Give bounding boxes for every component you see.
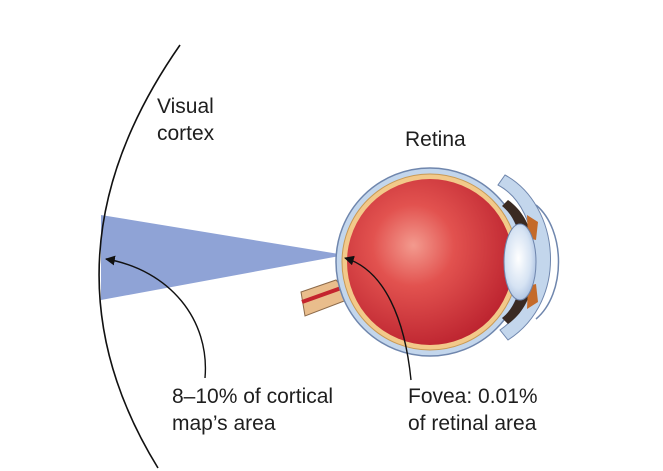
- visual-cortex-label: Visual cortex: [157, 93, 214, 147]
- fovea-label: Fovea: 0.01% of retinal area: [408, 383, 538, 437]
- fovea-label-line2: of retinal area: [408, 412, 537, 435]
- cortical-area-pointer: [105, 255, 207, 379]
- visual-cortex-label-line1: Visual: [157, 95, 214, 118]
- eyeball: [347, 179, 513, 345]
- cortical-area-label-line1: 8–10% of cortical: [172, 385, 334, 408]
- visual-cortex-label-line2: cortex: [157, 122, 215, 145]
- fovea-pointer: [344, 255, 412, 381]
- retina-label: Retina: [405, 128, 466, 151]
- cortical-area-label: 8–10% of cortical map’s area: [172, 383, 333, 437]
- fovea-label-line1: Fovea: 0.01%: [408, 385, 538, 408]
- cornea-front: [535, 204, 560, 320]
- cortical-area-label-line2: map’s area: [172, 412, 276, 435]
- projection-wedge: [101, 215, 345, 300]
- lens: [503, 223, 537, 301]
- visual-cortex-surface: [98, 44, 181, 469]
